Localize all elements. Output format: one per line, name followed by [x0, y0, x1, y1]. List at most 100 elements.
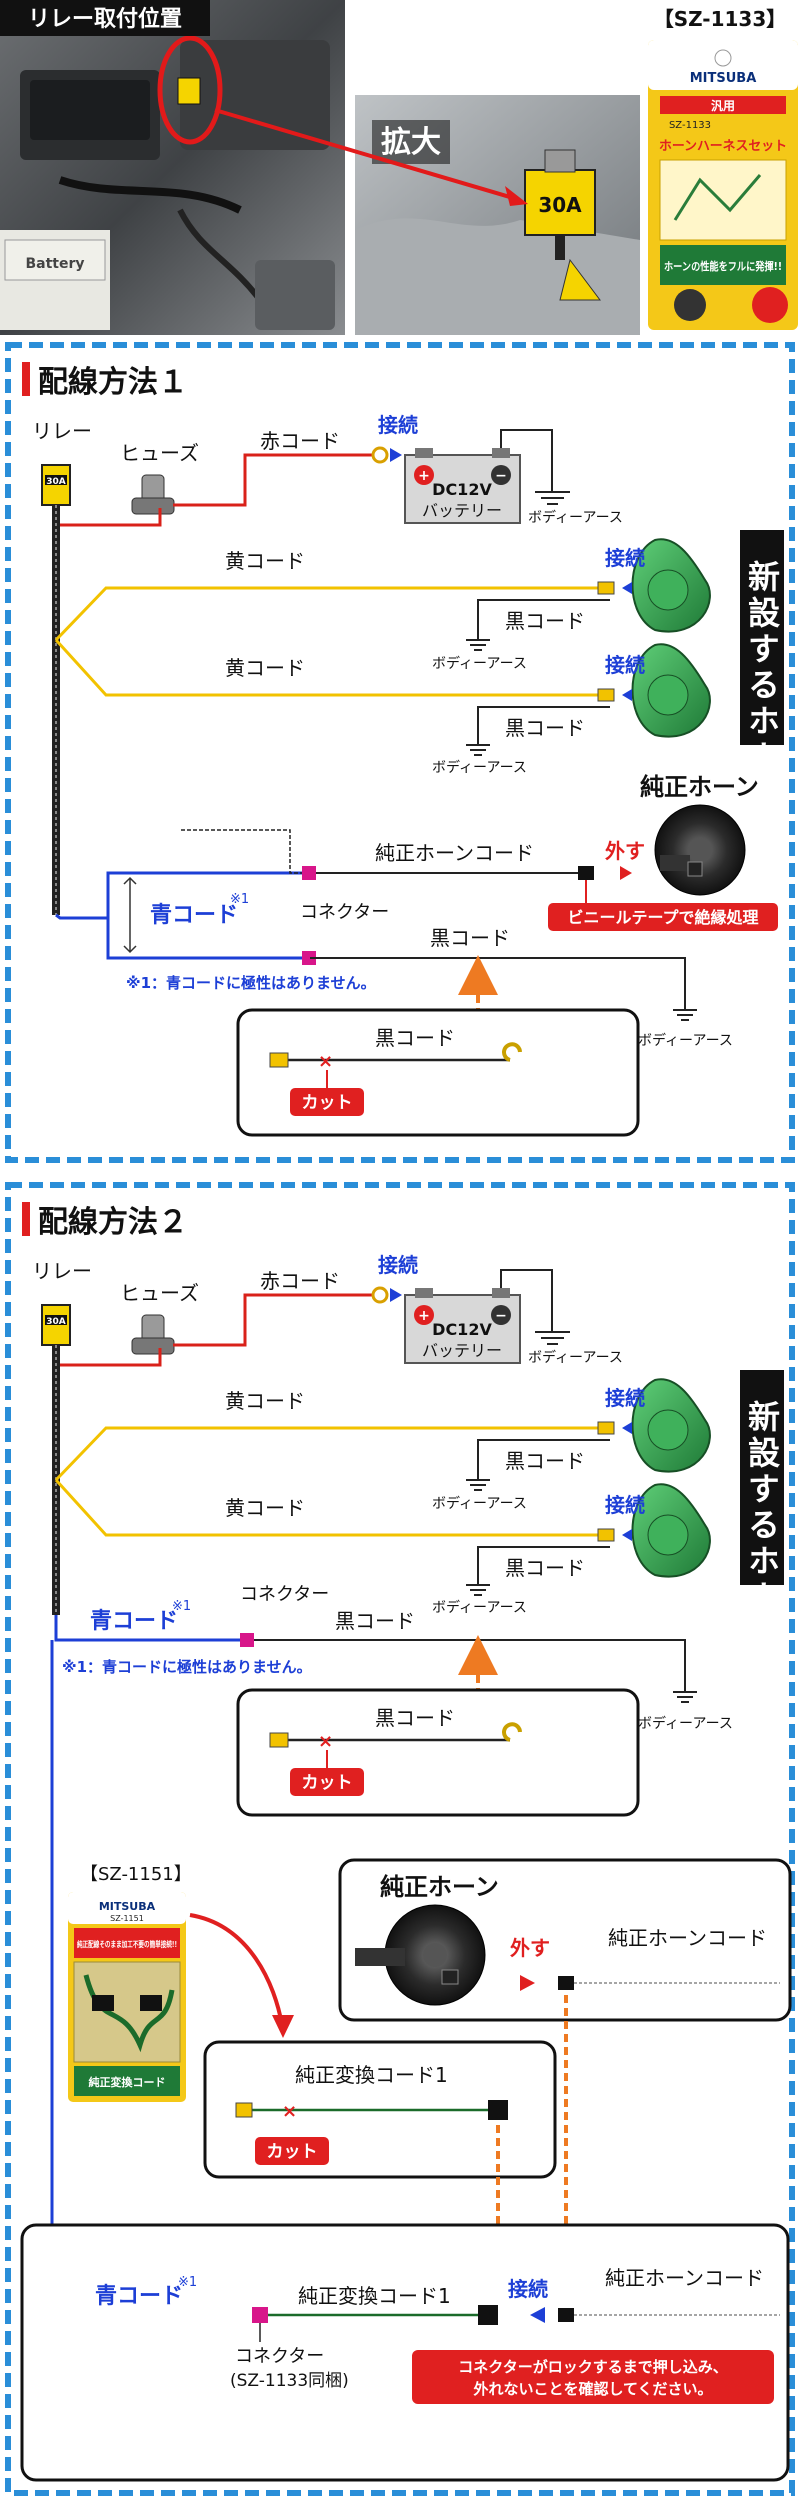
s2-connect-label-horn1: 接続 [605, 1386, 645, 1410]
s2-earth-symbol-1 [466, 1479, 490, 1491]
section2-frame [5, 1182, 795, 2496]
s2-lock-note-badge [412, 2350, 774, 2404]
s2-blue-cord-note-mark: ※1 [172, 1599, 191, 1614]
s1-yellow-wire-1 [54, 586, 610, 642]
s1-yellow-cord-label-2: 黄コード [225, 656, 305, 680]
s2-battery-earth-label: ボディーアース [528, 1349, 623, 1366]
s2-new-horn-label-bg [740, 1370, 784, 1585]
s1-vinyl-tape-label: ビニールテープで絶縁処理 [567, 908, 758, 927]
s1-battery-earth-symbol [535, 491, 570, 505]
s1-relay-label: リレー [32, 419, 92, 443]
section1-title-mark [22, 362, 30, 396]
s1-new-horn-label-bg [740, 530, 784, 745]
s1-yellow-wire-2 [54, 638, 610, 697]
zoom-photo: 30A 拡大 [355, 95, 640, 335]
s1-black-wire-horn1 [477, 599, 610, 640]
s2-yellow-wire-2 [54, 1478, 610, 1537]
section1-frame [5, 342, 795, 1163]
s2-lock-note-line2: 外れないことを確認してください。 [472, 2380, 712, 2398]
product-code: 【SZ-1133】 [654, 7, 787, 31]
s1-cut-label: カット [302, 1093, 353, 1113]
s1-new-horn-label: 新設するホーン [743, 560, 781, 812]
s1-note: ※1：青コードに極性はありません。 [126, 974, 376, 992]
s2-conversion-cut-badge [255, 2137, 329, 2165]
section2-title-mark [22, 1202, 30, 1236]
s1-relay-rating: 30A [46, 477, 66, 487]
photo-battery-print: Battery [25, 256, 84, 272]
package-brand: MITSUBA [690, 71, 757, 86]
s2-package-arrowhead [272, 2015, 294, 2038]
relay-position-label-bg [0, 0, 210, 36]
s2-red-terminal [371, 1286, 389, 1304]
s2-conversion-cut-mark: × [282, 2101, 297, 2122]
s1-battery-earth-wire [500, 429, 553, 492]
s2-red-cord-label: 赤コード [260, 1269, 340, 1293]
s2-connect-label-horn2: 接続 [605, 1493, 645, 1517]
package-tag: 汎用 [711, 98, 735, 113]
s2-conversion-terminal-left [235, 2102, 253, 2118]
s1-connect-label: 接続 [378, 413, 418, 437]
s2-sz1151-label: 【SZ-1151】 [80, 1864, 192, 1885]
s2-blue-cord-label: 青コード [90, 1609, 178, 1634]
s2-earth-label-2: ボディーアース [432, 1599, 527, 1616]
s1-fuse [131, 474, 175, 515]
s2-bottom-connect-label: 接続 [508, 2277, 548, 2301]
s1-black-earth-wire [310, 957, 686, 1010]
s1-earth-symbol-3 [673, 1009, 697, 1021]
s1-connector-top [302, 866, 316, 880]
s1-connect-label-horn2: 接続 [605, 653, 645, 677]
zoom-relay-rating: 30A [538, 193, 582, 217]
s2-black-wire-horn1 [477, 1439, 610, 1480]
s1-battery: + − DC12V バッテリー [404, 448, 521, 524]
s1-earth-label-3: ボディーアース [638, 1032, 733, 1049]
s1-cut-mark: × [318, 1051, 333, 1072]
s2-relay: 30A [41, 1304, 71, 1346]
s2-battery: + − DC12V バッテリー [404, 1288, 521, 1364]
s2-conversion-cut-label: カット [267, 2142, 318, 2162]
s2-battery-dc: DC12V [432, 1320, 492, 1339]
s2-earth-label-1: ボディーアース [432, 1495, 527, 1512]
s1-battery-earth-label: ボディーアース [528, 509, 623, 526]
s2-conversion-label: 純正変換コード1 [295, 2063, 448, 2087]
zoom-pointer-arrowhead [505, 186, 528, 206]
s2-bottom-conversion-label: 純正変換コード1 [298, 2284, 451, 2308]
s1-relay: 30A [41, 464, 71, 506]
s2-stock-horn-connector [558, 1976, 574, 1990]
s1-stock-horn [654, 804, 746, 896]
relay-position-label: リレー取付位置 [28, 6, 182, 32]
s1-black-cord-label-1: 黒コード [505, 609, 585, 633]
s2-cut-mark: × [318, 1731, 333, 1752]
s2-stock-horn-label: 純正ホーン [380, 1873, 499, 1901]
s1-earth-label-1: ボディーアース [432, 655, 527, 672]
engine-photo: Battery [0, 0, 345, 335]
section1-title: 配線方法１ [38, 365, 188, 400]
s2-detail-terminal-left [269, 1732, 289, 1748]
s2-sz1151-banner: 純正配線そのまま加工不要の簡単接続!! [77, 1939, 177, 1949]
s1-detail-terminal-right [502, 1042, 522, 1062]
s2-remove-label: 外す [510, 1936, 550, 1960]
s2-bottom-blue-cord-label: 青コード [95, 2284, 183, 2309]
s1-blue-wire [55, 871, 310, 960]
s2-fuse [131, 1314, 175, 1355]
s2-detail-terminal-right [502, 1722, 522, 1742]
s2-new-horn-label: 新設するホーン [743, 1400, 781, 1652]
s1-cut-badge [290, 1088, 364, 1116]
s2-connector-top [240, 1633, 254, 1647]
s1-red-cord-label: 赤コード [260, 429, 340, 453]
s2-detail-black-cord-label: 黒コード [375, 1706, 455, 1730]
package-name: ホーンハーネスセット [659, 139, 787, 154]
svg-text:−: − [495, 468, 507, 484]
s2-connect-label: 接続 [378, 1253, 418, 1277]
s1-black-wire-horn2 [477, 706, 610, 745]
s2-connector-label: コネクター [240, 1584, 329, 1605]
s2-relay-rating: 30A [46, 1317, 66, 1327]
s1-black-cord-label-2: 黒コード [505, 716, 585, 740]
svg-text:+: + [418, 1308, 430, 1324]
s2-bottom-stock-connector [558, 2308, 574, 2322]
s2-package-arrow [189, 1913, 284, 2026]
s1-battery-label: バッテリー [422, 501, 502, 520]
s1-new-horn-2 [631, 643, 711, 738]
s1-red-wire [54, 453, 372, 527]
s2-bottom-connector-label: コネクター [235, 2346, 324, 2367]
